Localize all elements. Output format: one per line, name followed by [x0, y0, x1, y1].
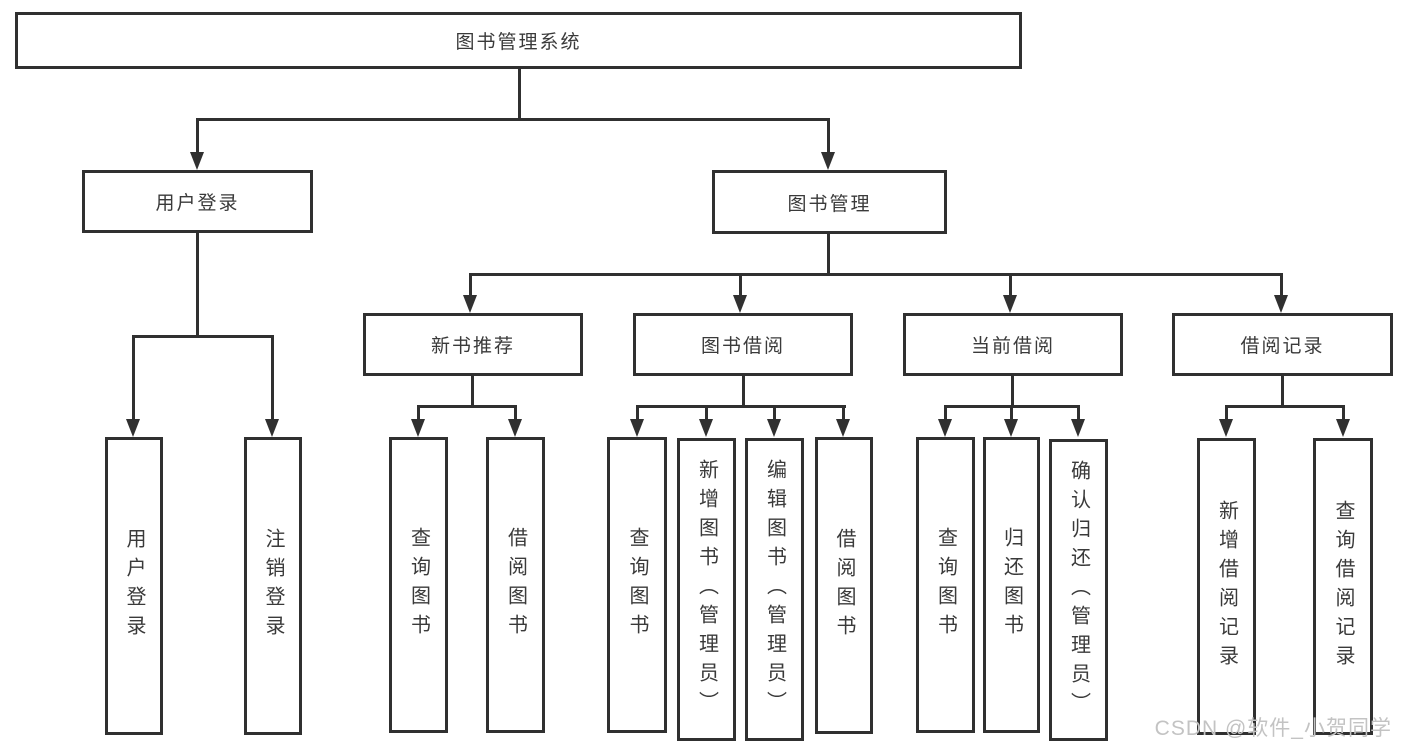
node-current-borrow-label: 当前借阅 — [970, 336, 1055, 357]
node-book-borrow: 图书借阅 — [633, 313, 853, 376]
connector-br-b — [1342, 405, 1345, 421]
leaf-cb-return-books: 归还图书 — [983, 437, 1040, 733]
node-root: 图书管理系统 — [15, 12, 1022, 69]
arrowhead-ul-b — [265, 419, 279, 437]
connector-bm-a — [469, 273, 472, 298]
node-book-mgmt: 图书管理 — [712, 170, 947, 234]
leaf-bb-edit-books-admin: 编辑图书（管理员） — [745, 438, 804, 741]
node-new-book-rec: 新书推荐 — [363, 313, 583, 376]
leaf-bb-query-books-label: 查询图书 — [626, 527, 648, 643]
arrowhead-current-borrow — [1003, 295, 1017, 313]
connector-bb-b — [705, 405, 708, 421]
leaf-logout: 注销登录 — [244, 437, 302, 735]
connector-bm-hline — [469, 273, 1283, 276]
leaf-nb-borrow-books: 借阅图书 — [486, 437, 545, 733]
connector-nb-a — [417, 405, 420, 421]
arrowhead-user-login — [190, 152, 204, 170]
node-root-label: 图书管理系统 — [455, 32, 582, 53]
connector-root-stub — [518, 69, 521, 118]
connector-nb-stub — [471, 376, 474, 405]
watermark-text: CSDN @软件_小贺同学 — [1154, 717, 1392, 740]
arrowhead-borrow-records — [1274, 295, 1288, 313]
connector-cb-c — [1077, 405, 1080, 421]
connector-ul-a — [132, 335, 135, 421]
connector-bb-a — [636, 405, 639, 421]
arrowhead-cb-a — [938, 419, 952, 437]
leaf-br-query-record-label: 查询借阅记录 — [1332, 499, 1354, 674]
connector-bb-hline — [636, 405, 846, 408]
node-borrow-records: 借阅记录 — [1172, 313, 1393, 376]
arrowhead-book-borrow — [733, 295, 747, 313]
leaf-user-login: 用户登录 — [105, 437, 163, 735]
node-book-mgmt-label: 图书管理 — [787, 193, 872, 215]
node-user-login-label: 用户登录 — [155, 193, 240, 214]
arrowhead-cb-b — [1004, 419, 1018, 437]
arrowhead-ul-a — [126, 419, 140, 437]
node-current-borrow: 当前借阅 — [903, 313, 1123, 376]
connector-bb-c — [773, 405, 776, 421]
leaf-bb-borrow-books-label: 借阅图书 — [833, 527, 855, 644]
connector-br-hline — [1225, 405, 1344, 408]
connector-level1-hline — [196, 118, 830, 121]
leaf-bb-add-books-admin: 新增图书（管理员） — [677, 438, 736, 741]
connector-ul-stub — [196, 233, 199, 335]
leaf-bb-query-books: 查询图书 — [607, 437, 667, 733]
arrowhead-br-a — [1219, 419, 1233, 437]
connector-bm-c — [1009, 273, 1012, 298]
leaf-nb-query-books-label: 查询图书 — [407, 527, 430, 643]
arrowhead-bb-c — [767, 419, 781, 437]
connector-cb-a — [944, 405, 947, 421]
leaf-bb-edit-books-admin-label: 编辑图书（管理员） — [763, 459, 786, 720]
arrowhead-bb-a — [630, 419, 644, 437]
connector-bm-b — [739, 273, 742, 298]
leaf-cb-confirm-return-admin: 确认归还（管理员） — [1049, 439, 1108, 741]
node-borrow-records-label: 借阅记录 — [1240, 336, 1325, 357]
connector-nb-hline — [417, 405, 517, 408]
arrowhead-book-mgmt — [821, 152, 835, 170]
leaf-user-login-label: 用户登录 — [123, 528, 145, 644]
leaf-cb-query-books: 查询图书 — [916, 437, 975, 733]
leaf-nb-borrow-books-label: 借阅图书 — [504, 527, 527, 643]
arrowhead-br-b — [1336, 419, 1350, 437]
connector-bb-stub — [742, 376, 745, 405]
leaf-bb-borrow-books: 借阅图书 — [815, 437, 873, 734]
connector-br-stub — [1281, 376, 1284, 405]
leaf-cb-query-books-label: 查询图书 — [934, 527, 957, 643]
connector-ul-b — [271, 335, 274, 421]
leaf-br-add-record: 新增借阅记录 — [1197, 438, 1256, 735]
connector-bb-d — [842, 405, 845, 421]
arrowhead-cb-c — [1071, 419, 1085, 437]
leaf-br-add-record-label: 新增借阅记录 — [1215, 499, 1238, 674]
connector-cb-b — [1010, 405, 1013, 421]
leaf-logout-label: 注销登录 — [262, 528, 284, 644]
leaf-cb-confirm-return-admin-label: 确认归还（管理员） — [1067, 459, 1090, 721]
arrowhead-new-book-rec — [463, 295, 477, 313]
connector-nb-b — [514, 405, 517, 421]
connector-cb-stub — [1011, 376, 1014, 405]
connector-br-a — [1225, 405, 1228, 421]
connector-to-user-login — [196, 118, 199, 156]
connector-bm-stub — [827, 234, 830, 273]
leaf-cb-return-books-label: 归还图书 — [1000, 527, 1023, 643]
node-new-book-rec-label: 新书推荐 — [430, 336, 515, 357]
node-book-borrow-label: 图书借阅 — [700, 336, 785, 357]
node-user-login: 用户登录 — [82, 170, 313, 233]
arrowhead-nb-a — [411, 419, 425, 437]
connector-ul-hline — [132, 335, 274, 338]
leaf-nb-query-books: 查询图书 — [389, 437, 448, 733]
connector-bm-d — [1280, 273, 1283, 298]
leaf-br-query-record: 查询借阅记录 — [1313, 438, 1373, 735]
arrowhead-bb-b — [699, 419, 713, 437]
arrowhead-nb-b — [508, 419, 522, 437]
connector-to-book-mgmt — [827, 118, 830, 156]
arrowhead-bb-d — [836, 419, 850, 437]
leaf-bb-add-books-admin-label: 新增图书（管理员） — [695, 459, 718, 720]
